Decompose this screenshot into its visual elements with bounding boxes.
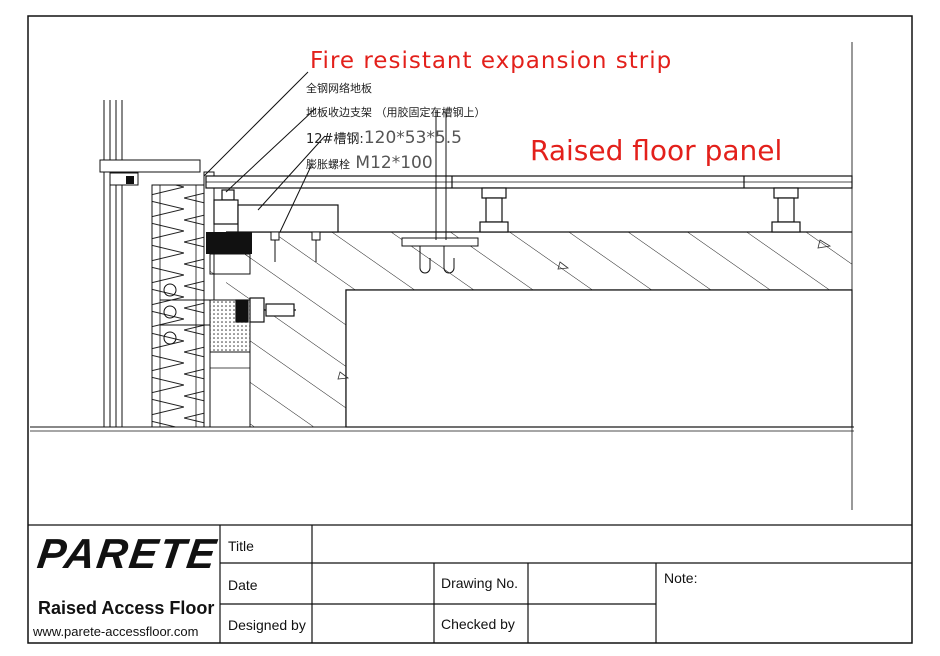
title-block [28, 524, 912, 643]
note-field-label: Note: [664, 570, 698, 586]
title-field-label: Title [228, 538, 254, 554]
wall-insulation [151, 184, 205, 428]
channel-steel-bolt [235, 297, 296, 323]
designed-by-field-label: Designed by [228, 617, 306, 633]
raised-floor-panels [205, 175, 853, 189]
pedestal-2 [771, 187, 801, 233]
raised-panel-annotation: Raised floor panel [530, 134, 783, 167]
brand-logo: PARETE [34, 530, 221, 577]
date-field-label: Date [228, 577, 258, 593]
label-channel-steel: 12#槽钢:120*53*5.5 [306, 128, 462, 148]
fire-strip-annotation: Fire resistant expansion strip [310, 48, 673, 74]
anchor-bolts [270, 231, 479, 274]
pedestal-1 [479, 187, 509, 233]
leader-lines [203, 71, 447, 240]
drawing-no-field-label: Drawing No. [441, 575, 519, 591]
checked-by-field-label: Checked by [441, 616, 515, 632]
label-channel-prefix: 12#槽钢: [306, 132, 364, 147]
curtain-wall [99, 100, 201, 427]
edge-support-bracket [213, 189, 339, 233]
label-channel-spec: 120*53*5.5 [363, 128, 462, 148]
brand-subtitle: Raised Access Floor [38, 598, 215, 618]
label-bolt-prefix: 膨胀螺栓 [306, 158, 350, 171]
label-expansion-bolt: 膨胀螺栓 M12*100 [306, 153, 433, 173]
concrete-slab [226, 231, 853, 428]
wall-fixings [160, 283, 210, 345]
label-edge-bracket: 地板收边支架 （用胶固定在槽钢上） [306, 106, 486, 119]
label-steel-panel: 全钢网络地板 [306, 82, 372, 95]
brand-website: www.parete-accessfloor.com [33, 624, 199, 639]
label-bolt-spec: M12*100 [355, 153, 433, 173]
drawing-frame [27, 15, 913, 644]
